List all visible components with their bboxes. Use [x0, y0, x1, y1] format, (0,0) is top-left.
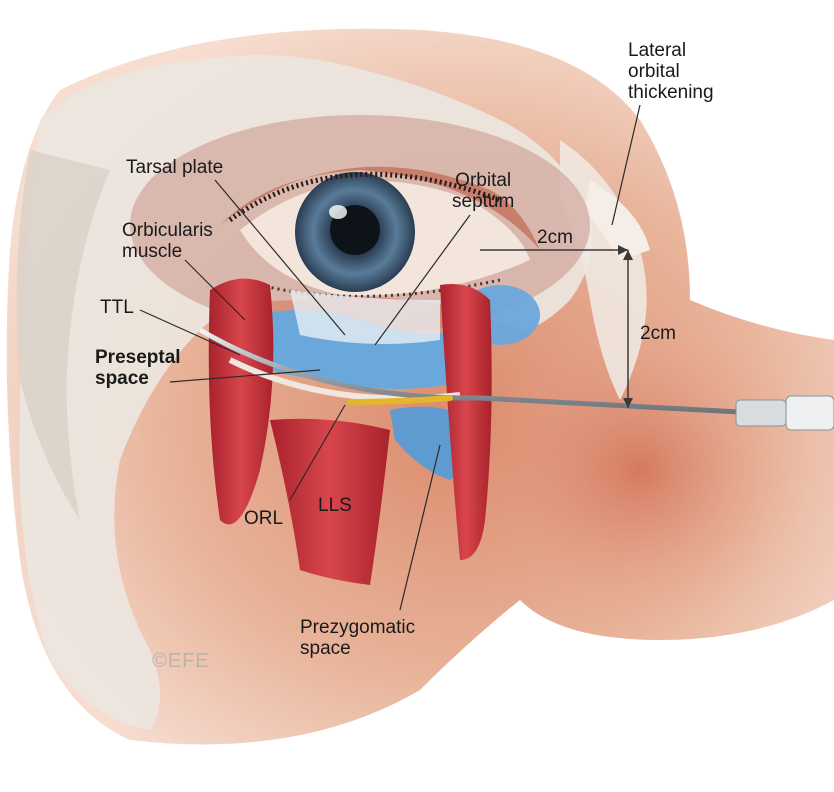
label-line: orbital [628, 61, 680, 82]
label-line: thickening [628, 82, 714, 103]
label-line: muscle [122, 241, 183, 262]
zygomatic-bone [560, 140, 647, 400]
label-line: TTL [100, 297, 134, 318]
horizontal-measure-arrow [618, 245, 628, 255]
leader-preseptal [169, 369, 321, 383]
label-line: Tarsal plate [126, 157, 224, 178]
leader-lateral-orbital [611, 104, 641, 226]
cannula-hub [735, 399, 787, 427]
cannula-fat-filling [347, 395, 453, 405]
label-prezygomatic-space: Prezygomatic space [300, 617, 415, 659]
lls-muscle [270, 418, 390, 585]
label-horizontal-distance: 2cm [537, 227, 573, 248]
leader-prezygomatic [399, 444, 441, 611]
orbital-septum-membrane [290, 290, 440, 344]
label-lateral-orbital-thickening: Lateral orbital thickening [628, 40, 714, 103]
label-line: 2cm [640, 323, 676, 344]
orbicularis-muscle-lateral [440, 284, 492, 560]
label-line: Lateral [628, 40, 687, 61]
label-line: septum [452, 191, 515, 212]
label-line: Orbicularis [122, 220, 213, 241]
cannula-shaft [198, 327, 741, 415]
copyright-watermark: ©EFE [152, 650, 210, 673]
label-lls: LLS [318, 495, 352, 516]
label-line: 2cm [537, 227, 573, 248]
eye-highlight [329, 205, 347, 219]
leader-orbicularis [184, 259, 246, 321]
label-line: LLS [318, 495, 352, 516]
label-line: space [95, 368, 149, 389]
label-orl: ORL [244, 508, 283, 529]
leader-lines [139, 104, 641, 611]
lateral-orbital-rim [585, 180, 650, 260]
label-vertical-distance: 2cm [640, 323, 676, 344]
label-line: space [300, 638, 351, 659]
leader-orbital-septum [374, 214, 471, 346]
upper-lashes [228, 171, 501, 223]
label-line: Prezygomatic [300, 617, 416, 638]
label-line: Orbital [455, 170, 512, 191]
cheek-blush [470, 310, 810, 630]
watermark-text: ©EFE [152, 650, 210, 672]
orbicularis-muscle-medial [208, 278, 274, 525]
label-orbicularis-muscle: Orbicularis muscle [122, 220, 213, 262]
label-line: ORL [244, 508, 284, 529]
label-line: Preseptal [95, 347, 181, 368]
vertical-measure-arrow-bottom [623, 398, 633, 408]
label-tarsal-plate: Tarsal plate [126, 157, 223, 178]
orbital-fat-pad [240, 310, 470, 389]
leader-tarsal-plate [214, 179, 346, 336]
label-ttl: TTL [100, 297, 134, 318]
nasal-bone [16, 150, 111, 520]
label-preseptal-space: Preseptal space [95, 347, 181, 389]
leader-orl [289, 404, 346, 501]
vertical-measure-arrow-top [623, 250, 633, 260]
cannula-hub-cap [785, 395, 834, 431]
label-orbital-septum: Orbital septum [452, 170, 514, 212]
leader-ttl [139, 309, 241, 356]
